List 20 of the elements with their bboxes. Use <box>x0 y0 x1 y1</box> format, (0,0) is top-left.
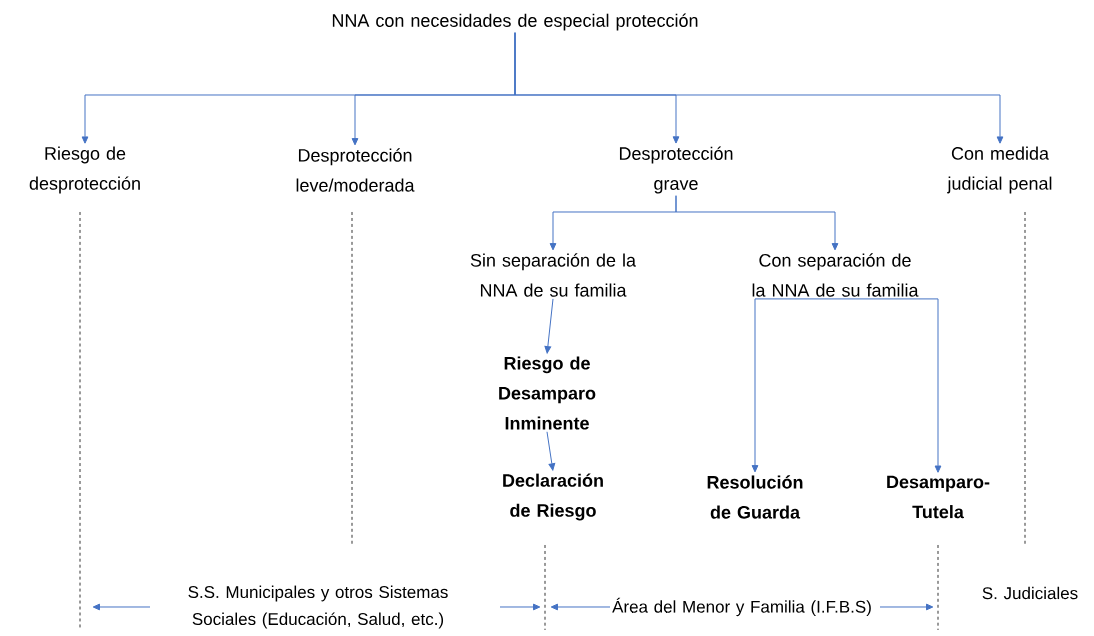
node-text: Desamparo-Tutela <box>887 475 990 519</box>
arrow <box>544 298 554 354</box>
node-text: Sin separación de la NNA de su familia <box>470 253 636 297</box>
arrow <box>751 298 836 473</box>
arrow <box>514 32 1004 144</box>
node-text: Riesgo de Desamparo Inminente <box>499 356 596 430</box>
node-text: NNA con necesidades de especial protección <box>332 13 698 31</box>
node-text: Riesgo de desprotección <box>29 146 140 194</box>
arrow <box>834 298 942 473</box>
node-text: Con medida judicial penal <box>947 146 1052 194</box>
node-text: Con separación de la NNA de su familia <box>752 253 919 297</box>
node-text: Declaración de Riesgo <box>503 473 603 521</box>
node-text: Desprotección grave <box>619 146 733 194</box>
node-text: Desprotección leve/moderada <box>296 148 415 192</box>
arrow <box>675 195 839 251</box>
area-label: S.S. Municipales y otros Sistemas Sociales (Educación, Salud, etc.) <box>188 585 448 629</box>
arrow <box>546 431 556 471</box>
area-label: S. Judiciales <box>982 586 1078 600</box>
node-text: Resolución de Guarda <box>707 475 803 519</box>
area-label: Área del Menor y Familia (I.F.B.S) <box>612 597 871 617</box>
